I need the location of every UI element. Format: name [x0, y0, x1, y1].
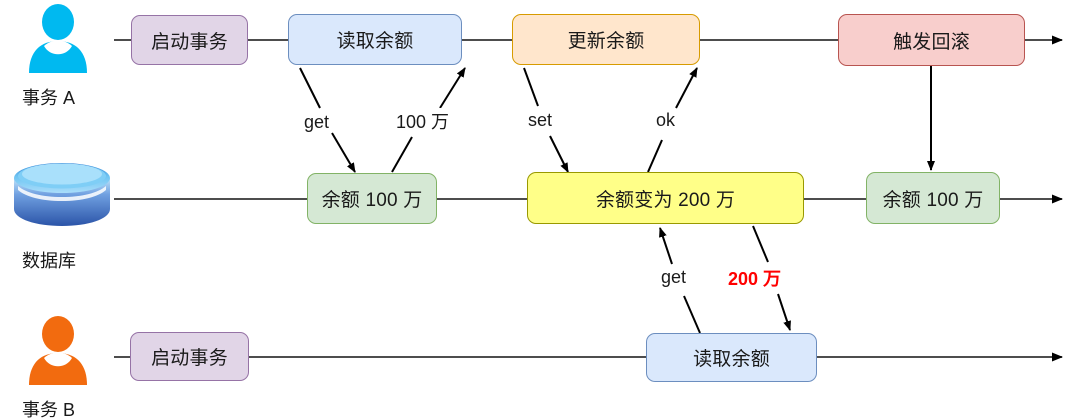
node-db-balance-100-after-rollback[interactable]: 余额 100 万	[866, 172, 1000, 224]
person-icon	[29, 4, 87, 73]
lane-label-transaction-b: 事务 B	[22, 400, 76, 420]
edge-label-ok-db-to-a: ok	[655, 110, 677, 131]
person-icon	[29, 316, 87, 385]
lane-label-database: 数据库	[22, 251, 76, 271]
edge-label-get-a-to-db: get	[303, 112, 331, 133]
message-arrow-100wan	[391, 67, 466, 173]
node-a-trigger-rollback[interactable]: 触发回滚	[838, 14, 1025, 66]
lane-label-transaction-a: 事务 A	[22, 88, 76, 108]
message-arrow-ok	[647, 67, 698, 173]
node-db-balance-100[interactable]: 余额 100 万	[307, 173, 437, 224]
node-db-balance-changed-200[interactable]: 余额变为 200 万	[527, 172, 804, 224]
node-a-start-transaction[interactable]: 启动事务	[131, 15, 248, 65]
edge-label-200wan-dirty-read: 200 万	[727, 265, 783, 291]
message-arrow-get-2	[659, 227, 701, 334]
message-arrow-200wan	[752, 225, 791, 331]
edge-label-set-a-to-db: set	[527, 110, 554, 131]
node-a-update-balance[interactable]: 更新余额	[512, 14, 700, 65]
message-arrow-set	[523, 67, 569, 173]
node-b-read-balance[interactable]: 读取余额	[646, 333, 817, 382]
edge-label-100wan-db-to-a: 100 万	[395, 108, 451, 134]
node-b-start-transaction[interactable]: 启动事务	[130, 332, 249, 381]
database-icon	[14, 163, 110, 226]
node-a-read-balance[interactable]: 读取余额	[288, 14, 462, 65]
message-arrow-get-1	[299, 67, 356, 173]
edge-label-get-b-to-db: get	[660, 267, 688, 288]
